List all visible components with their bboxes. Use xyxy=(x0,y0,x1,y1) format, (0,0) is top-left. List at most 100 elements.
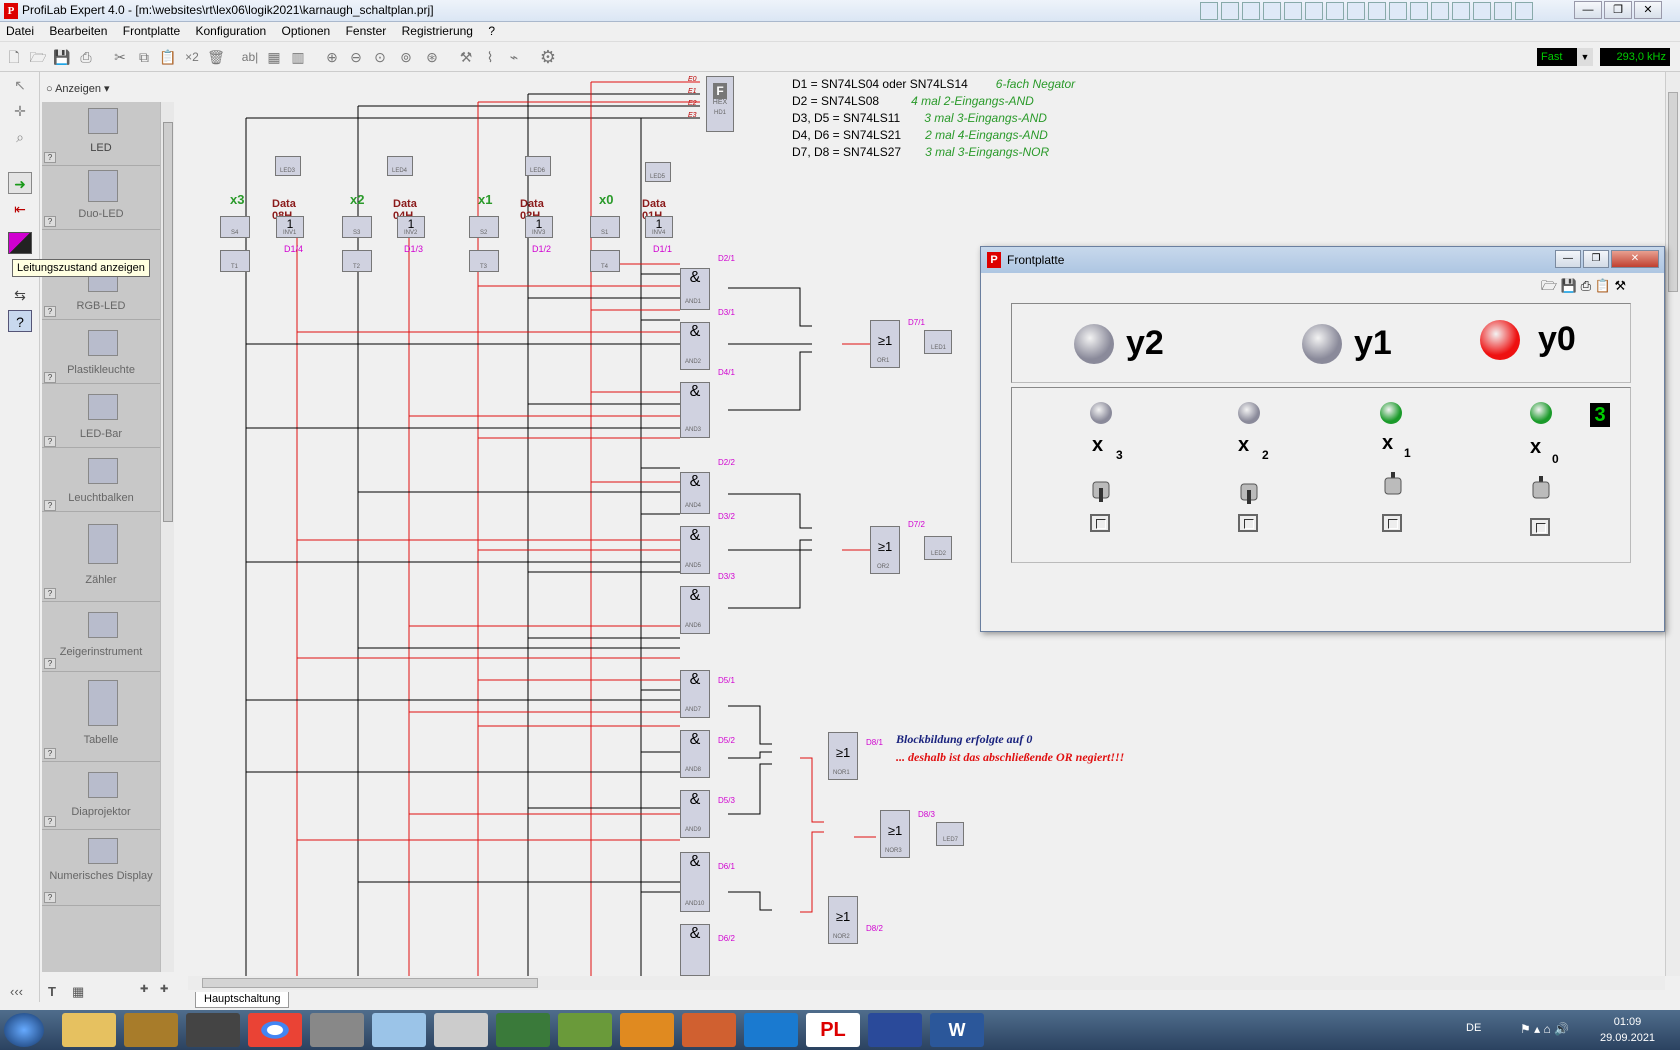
profilab-taskbar-icon[interactable]: PL xyxy=(806,1013,860,1047)
tray-icon[interactable] xyxy=(1494,2,1512,20)
palette-item-tabelle[interactable]: Tabelle ? xyxy=(42,672,160,762)
text-icon[interactable]: T xyxy=(48,984,56,999)
text-tool-icon[interactable]: ab| xyxy=(241,50,259,64)
maximize-button[interactable]: ❐ xyxy=(1583,250,1609,268)
and-gate[interactable]: &AND6 xyxy=(680,586,710,634)
led-component[interactable]: LED2 xyxy=(924,536,952,560)
led-component[interactable]: LED6 xyxy=(525,156,551,176)
open-folder-icon[interactable]: 🗁 xyxy=(29,49,47,65)
tray-icon[interactable] xyxy=(1431,2,1449,20)
tray-icon[interactable] xyxy=(1326,2,1344,20)
open-folder-icon[interactable]: 🗁 xyxy=(1541,278,1558,293)
pin-icon[interactable]: ✚ xyxy=(160,984,169,995)
paste-icon[interactable]: 📋 xyxy=(159,49,177,65)
pointer-icon[interactable]: ↖ xyxy=(14,77,26,93)
wire-tool-icon[interactable]: ⌇ xyxy=(486,49,494,65)
switch-component[interactable]: S3 xyxy=(342,216,372,238)
menu-optionen[interactable]: Optionen xyxy=(281,24,331,38)
tray-icon[interactable] xyxy=(1284,2,1302,20)
palette-item-led-bar[interactable]: LED-Bar ? xyxy=(42,384,160,448)
tray-icons[interactable]: ⚑ ▴ ⌂ 🔊 xyxy=(1520,1022,1569,1036)
wire-state-icon[interactable] xyxy=(8,232,32,254)
save-icon[interactable]: 💾 xyxy=(53,49,71,65)
tools-icon[interactable]: ⚒ xyxy=(459,49,473,65)
menu-datei[interactable]: Datei xyxy=(6,24,35,38)
menu-help[interactable]: ? xyxy=(488,24,496,38)
tray-icon[interactable] xyxy=(1389,2,1407,20)
led-component[interactable]: LED1 xyxy=(924,330,952,354)
zoom-in-icon[interactable]: ⊕ xyxy=(326,49,338,65)
palette-item-duo-led[interactable]: Duo-LED ? xyxy=(42,166,160,230)
grid-icon[interactable]: ▦ xyxy=(267,49,281,65)
delete-icon[interactable]: 🗑 xyxy=(207,49,225,65)
pin-icon[interactable]: ✚ xyxy=(140,984,149,995)
minimize-button[interactable]: — xyxy=(1555,250,1581,268)
button-component[interactable]: T2 xyxy=(342,250,372,272)
chrome-taskbar-icon[interactable] xyxy=(248,1013,302,1047)
magnifier-icon[interactable]: ⌕ xyxy=(16,129,24,145)
sheet-tab[interactable]: Hauptschaltung xyxy=(195,992,290,1008)
push-button[interactable] xyxy=(1238,514,1258,532)
minimize-button[interactable]: — xyxy=(1574,1,1602,19)
tray-icon[interactable] xyxy=(1200,2,1218,20)
switch-component[interactable]: S2 xyxy=(469,216,499,238)
tray-icon[interactable] xyxy=(1263,2,1281,20)
tools-icon[interactable]: ⚒ xyxy=(1614,278,1627,293)
button-component[interactable]: T4 xyxy=(590,250,620,272)
and-gate[interactable]: &AND5 xyxy=(680,526,710,574)
and-gate[interactable]: &AND1 xyxy=(680,268,710,310)
toggle-switch-icon[interactable] xyxy=(1530,474,1552,504)
switch-component[interactable]: S1 xyxy=(590,216,620,238)
paste-icon[interactable]: 📋 xyxy=(1594,278,1611,293)
menu-registrierung[interactable]: Registrierung xyxy=(401,24,473,38)
zoom-select-icon[interactable]: ⊚ xyxy=(400,49,412,65)
palette-item-zeigerinstrument[interactable]: Zeigerinstrument ? xyxy=(42,602,160,672)
cut-icon[interactable]: ✂ xyxy=(114,49,126,65)
button-component[interactable]: T1 xyxy=(220,250,250,272)
maximize-button[interactable]: ❐ xyxy=(1604,1,1632,19)
help-pointer-icon[interactable]: ? xyxy=(8,310,32,332)
tray-icon[interactable] xyxy=(1452,2,1470,20)
toggle-switch-icon[interactable] xyxy=(1090,474,1112,504)
palette-item-plastikleuchte[interactable]: Plastikleuchte ? xyxy=(42,320,160,384)
palette-item-diaprojektor[interactable]: Diaprojektor ? xyxy=(42,762,160,830)
vertical-scrollbar[interactable] xyxy=(1665,72,1680,976)
language-indicator[interactable]: DE xyxy=(1466,1022,1482,1034)
help-icon[interactable]: ? xyxy=(44,436,56,447)
tray-icon[interactable] xyxy=(1347,2,1365,20)
print-icon[interactable]: ⎙ xyxy=(80,49,92,65)
led-component[interactable]: LED3 xyxy=(275,156,301,176)
scroll-thumb[interactable] xyxy=(1668,92,1678,292)
menu-konfiguration[interactable]: Konfiguration xyxy=(195,24,267,38)
menu-fenster[interactable]: Fenster xyxy=(345,24,387,38)
speed-select[interactable]: Fast ▼ xyxy=(1537,48,1593,66)
push-button[interactable] xyxy=(1530,518,1550,536)
crosshair-icon[interactable]: ✛ xyxy=(14,103,26,119)
app-taskbar-icon[interactable] xyxy=(186,1013,240,1047)
probe-icon[interactable]: ⌁ xyxy=(509,49,519,65)
zoom-reset-icon[interactable]: ⊛ xyxy=(426,49,438,65)
switch-component[interactable]: S4 xyxy=(220,216,250,238)
help-icon[interactable]: ? xyxy=(44,658,56,669)
app-taskbar-icon[interactable] xyxy=(124,1013,178,1047)
led-component[interactable]: LED7 xyxy=(936,822,964,846)
tray-icon[interactable] xyxy=(1242,2,1260,20)
push-button[interactable] xyxy=(1090,514,1110,532)
edge-taskbar-icon[interactable] xyxy=(744,1013,798,1047)
save-icon[interactable]: 💾 xyxy=(1560,278,1577,293)
palette-header[interactable]: ○ Anzeigen ▾ xyxy=(46,83,110,95)
palette-item-zaehler[interactable]: Zähler ? xyxy=(42,512,160,602)
and-gate[interactable]: &AND7 xyxy=(680,670,710,718)
tray-icon[interactable] xyxy=(1473,2,1491,20)
and-gate[interactable]: & xyxy=(680,924,710,976)
tray-icon[interactable] xyxy=(1305,2,1323,20)
hex-display[interactable]: F HEX HD1 xyxy=(706,76,734,132)
menu-bearbeiten[interactable]: Bearbeiten xyxy=(49,24,108,38)
settings-gear-icon[interactable]: ⚙ xyxy=(539,47,557,67)
close-button[interactable]: ✕ xyxy=(1634,1,1662,19)
run-simulation-icon[interactable]: ➜ xyxy=(8,172,32,194)
